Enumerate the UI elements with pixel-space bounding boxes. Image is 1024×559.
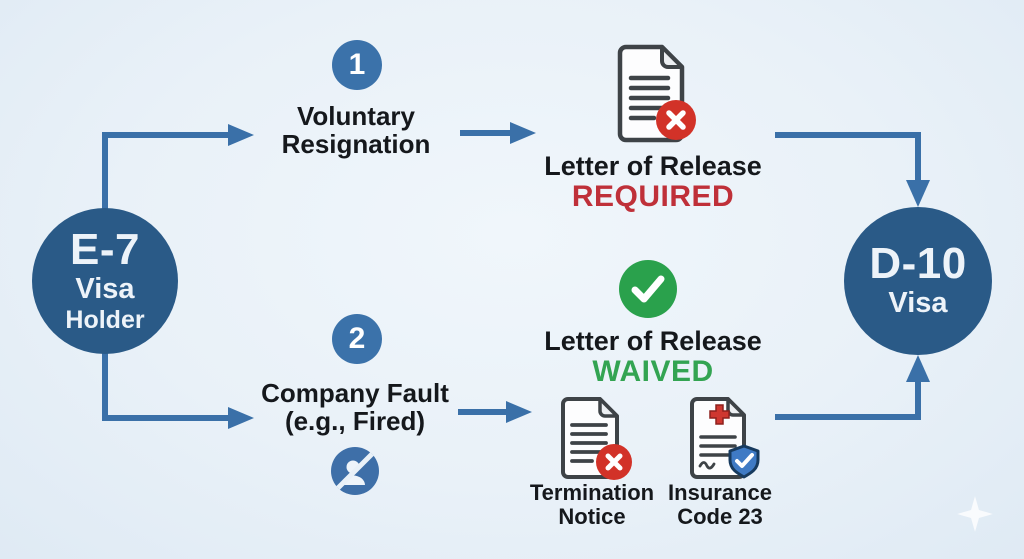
e7-visa-label: Visa [75, 273, 135, 306]
voluntary-resignation-label: Voluntary Resignation [231, 102, 481, 158]
node-e7-visa-holder: E-7 Visa Holder [32, 208, 178, 354]
node-d10-visa: D-10 Visa [844, 207, 992, 355]
termination-line1: Termination [529, 480, 655, 505]
shield-check-icon [728, 444, 760, 479]
arrow-e7-to-companyfault [102, 350, 228, 421]
e7-code: E-7 [70, 225, 140, 275]
termination-line2: Notice [558, 504, 626, 529]
letter-required-result: Letter of Release REQUIRED [518, 151, 788, 213]
insurance-line1: Insurance [668, 480, 772, 505]
e7-holder-label: Holder [65, 305, 145, 334]
letter-of-release-title-2: Letter of Release [544, 326, 762, 356]
insurance-line2: Code 23 [677, 504, 763, 529]
arrow-e7-to-voluntary [102, 132, 228, 212]
arrowhead-down [906, 180, 930, 207]
d10-code: D-10 [869, 239, 967, 289]
arrowhead-right-1 [228, 124, 254, 146]
step-2-badge: 2 [332, 314, 382, 364]
company-fault-line2: (e.g., Fired) [284, 406, 426, 436]
letter-waived-result: Letter of Release WAIVED [518, 326, 788, 388]
company-fault-label: Company Fault (e.g., Fired) [230, 379, 480, 435]
termination-notice-label: Termination Notice [517, 481, 667, 529]
arrowhead-right-4 [506, 401, 532, 423]
medical-cross-icon [709, 404, 730, 425]
arrowhead-right-3 [228, 407, 254, 429]
letter-of-release-title-1: Letter of Release [544, 151, 762, 181]
step-1-badge: 1 [332, 40, 382, 90]
required-status: REQUIRED [571, 180, 735, 213]
document-x-icon [617, 44, 696, 143]
company-fault-line1: Company Fault [261, 378, 449, 408]
arrowhead-up [906, 355, 930, 382]
insurance-document-icon [690, 397, 760, 479]
termination-document-icon [561, 397, 632, 480]
person-slash-icon [331, 447, 379, 495]
insurance-code-label: Insurance Code 23 [645, 481, 795, 529]
waived-status: WAIVED [592, 355, 714, 388]
signature-squiggle [698, 461, 716, 470]
arrow-docs-to-d10 [775, 382, 921, 420]
arrow-letter-to-d10 [775, 132, 921, 180]
arrowhead-right-2 [510, 122, 536, 144]
check-circle-icon [619, 260, 677, 318]
voluntary-line1: Voluntary [297, 101, 415, 131]
d10-visa-label: Visa [888, 287, 948, 320]
voluntary-line2: Resignation [281, 129, 431, 159]
